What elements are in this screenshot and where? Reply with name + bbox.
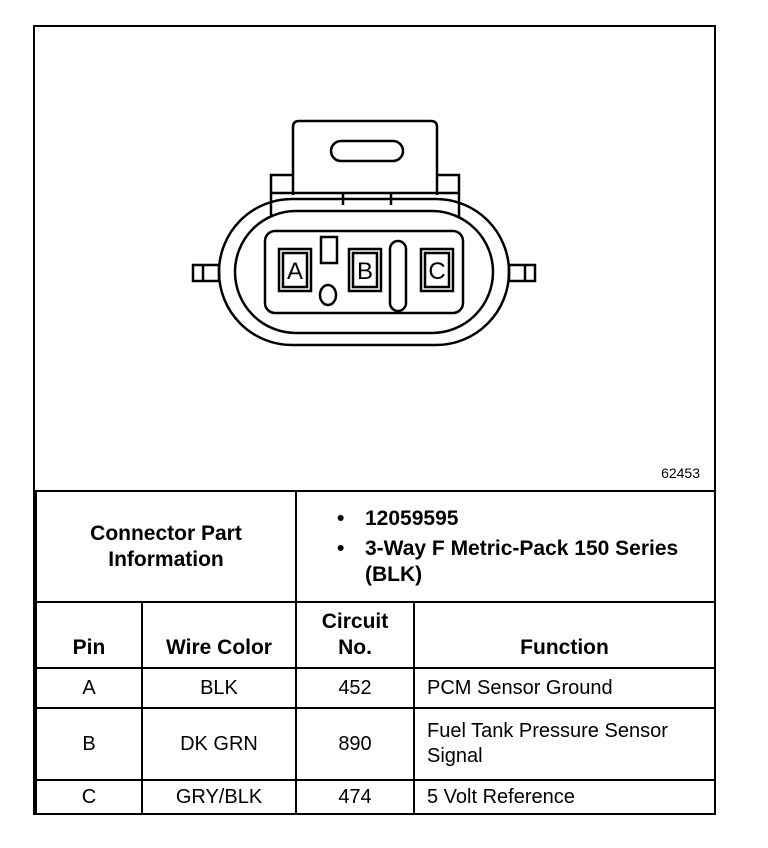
cell-circuit: 474	[295, 779, 415, 815]
pin-label-b: B	[357, 258, 373, 285]
pin-box-c	[419, 247, 455, 293]
cell-wire-color: DK GRN	[141, 707, 297, 781]
pin-box-b	[347, 247, 383, 293]
cell-pin: A	[35, 667, 143, 709]
header-pin: Pin	[35, 601, 143, 669]
latch-slot	[329, 139, 405, 163]
terminal-cavity	[263, 229, 465, 315]
cell-pin: C	[35, 779, 143, 815]
part-number-item: 12059595	[337, 506, 713, 532]
latch-housing	[291, 119, 439, 195]
part-description-item: 3-Way F Metric-Pack 150 Series (BLK)	[337, 536, 713, 588]
left-tab	[191, 263, 221, 283]
header-circuit: Circuit No.	[295, 601, 415, 669]
cell-wire-color: BLK	[141, 667, 297, 709]
pin-box-a	[277, 247, 313, 293]
connector-part-values: 12059595 3-Way F Metric-Pack 150 Series …	[295, 490, 716, 603]
cell-circuit: 890	[295, 707, 415, 781]
center-rib	[388, 239, 408, 313]
cell-function: Fuel Tank Pressure Sensor Signal	[413, 707, 716, 781]
connector-part-label: Connector Part Information	[35, 490, 297, 603]
connector-part-table: Connector Part Information 12059595 3-Wa…	[35, 490, 716, 603]
table-row: B DK GRN 890 Fuel Tank Pressure Sensor S…	[35, 707, 716, 781]
figure-number: 62453	[661, 465, 700, 481]
diagram-frame: A B C 62453 Connector Part Information 1…	[33, 25, 716, 815]
pin-label-c: C	[428, 258, 445, 285]
cell-pin: B	[35, 707, 143, 781]
polarizing-post	[318, 283, 338, 307]
cell-function: 5 Volt Reference	[413, 779, 716, 815]
pin-table: Pin Wire Color Circuit No. Function A BL…	[35, 601, 716, 815]
header-wire-color: Wire Color	[141, 601, 297, 669]
cell-wire-color: GRY/BLK	[141, 779, 297, 815]
connector-diagram: A B C 62453	[35, 27, 714, 490]
connector-drawing: A B C	[191, 119, 537, 347]
cell-function: PCM Sensor Ground	[413, 667, 716, 709]
cell-circuit: 452	[295, 667, 415, 709]
key-slot	[319, 235, 339, 265]
connector-body-inner	[233, 209, 495, 335]
table-row: C GRY/BLK 474 5 Volt Reference	[35, 779, 716, 815]
pin-label-a: A	[287, 258, 303, 285]
table-row: A BLK 452 PCM Sensor Ground	[35, 667, 716, 709]
right-tab	[507, 263, 537, 283]
header-function: Function	[413, 601, 716, 669]
